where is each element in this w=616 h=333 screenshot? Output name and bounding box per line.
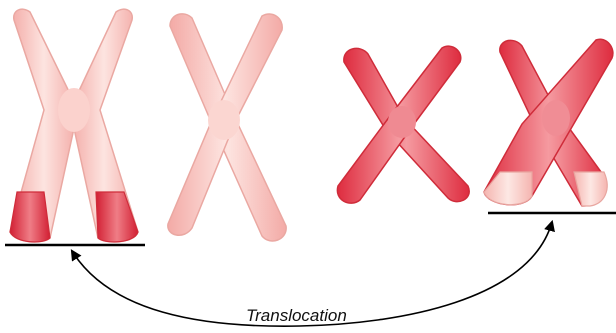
chromosome-4-segment-light-left [483, 171, 533, 206]
chromosome-4-segment-light-right [573, 171, 608, 207]
translocation-arrow [70, 219, 555, 327]
chromosome-3-centromere [388, 106, 416, 138]
chromosome-4 [483, 38, 614, 207]
chromosome-3 [336, 45, 470, 204]
chromosome-2 [167, 13, 287, 242]
chromosome-4-centromere [542, 100, 570, 136]
translocation-label: Translocation [246, 306, 347, 325]
chromosome-1-segment-dark-left [9, 191, 51, 243]
chromosome-2-centromere [208, 100, 240, 140]
chromosome-1-segment-dark-right [95, 191, 139, 243]
chromosome-1-centromere [58, 88, 90, 132]
chromosome-1 [9, 8, 139, 243]
